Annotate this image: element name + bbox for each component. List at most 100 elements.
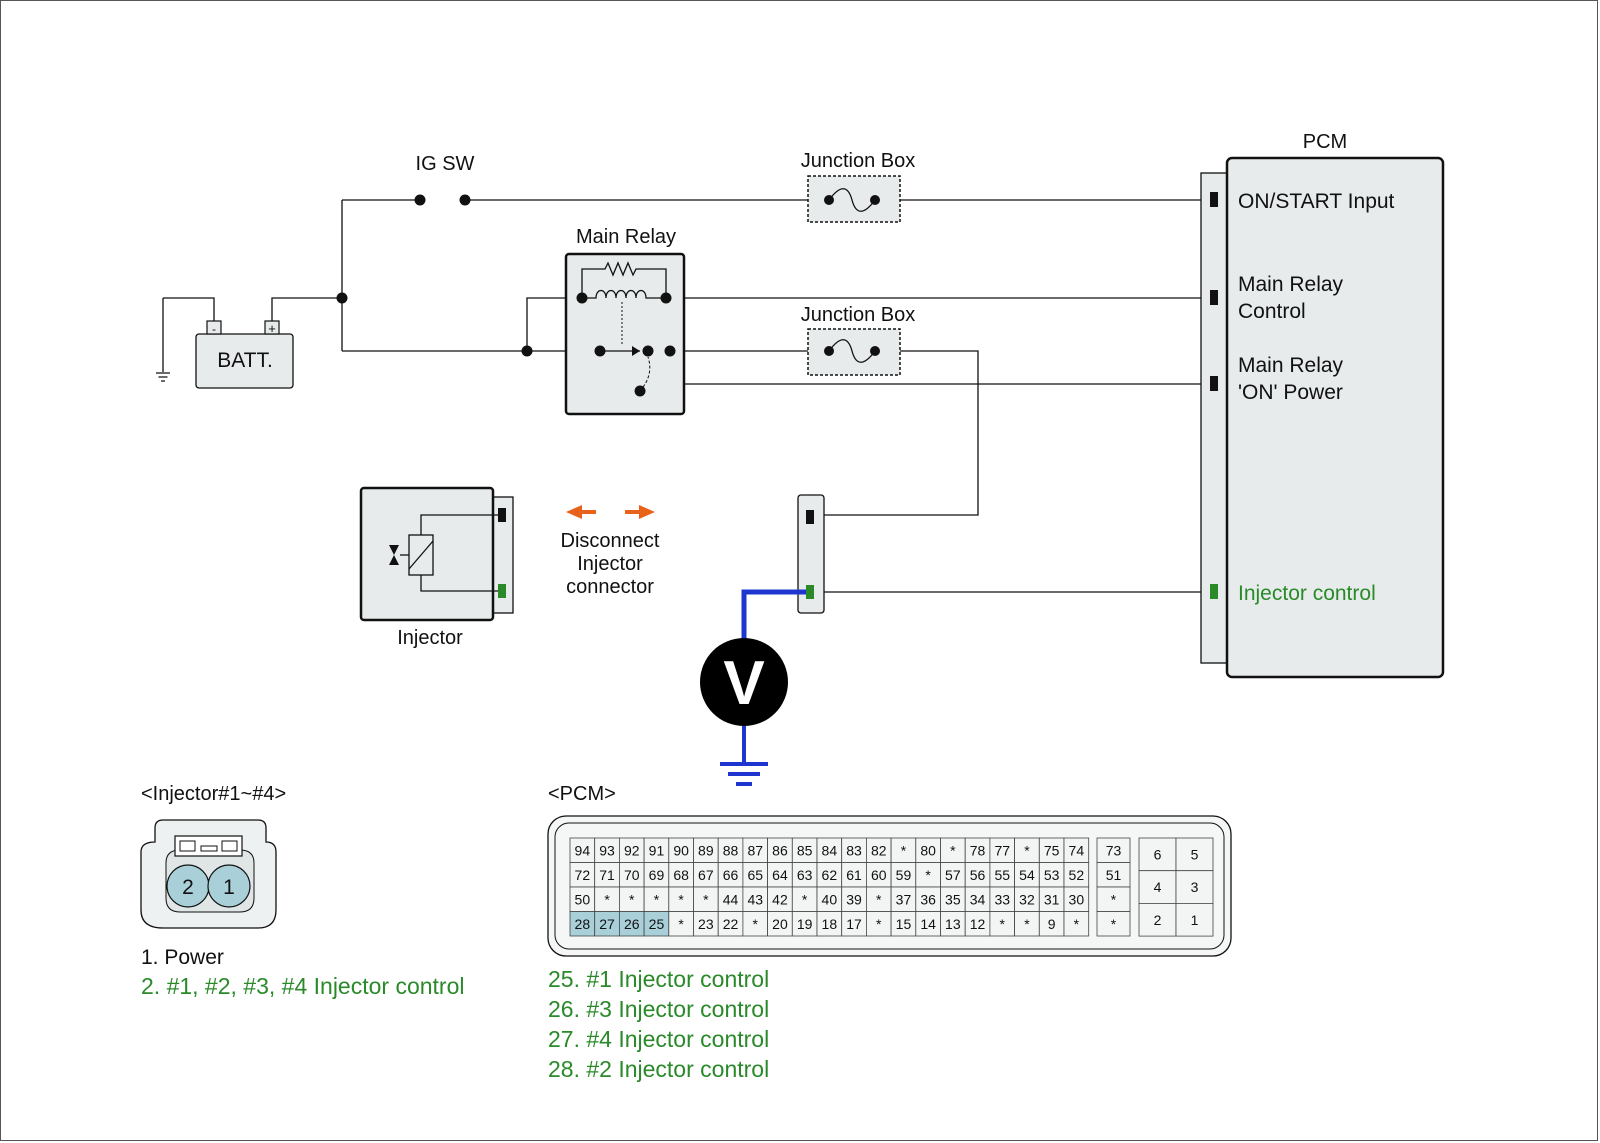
pcm-pin-label: * (654, 891, 660, 907)
pcm-pin-cell (717, 862, 744, 888)
disconnect-text-1: Disconnect (561, 530, 660, 552)
pcm-pin-label: 74 (1069, 842, 1085, 858)
pcm-pin-label: 70 (624, 867, 640, 883)
pcm-pin-label: 3 (1191, 879, 1199, 895)
pcm-pin-label: 17 (846, 916, 862, 932)
pcm-pin-label: 37 (896, 891, 912, 907)
pcm-pin-cell (816, 862, 843, 888)
pcm-pin-label: * (1000, 916, 1006, 932)
pcm-pin-label: 44 (723, 891, 739, 907)
pcm-pin-label: 53 (1044, 867, 1060, 883)
pcm-pin-label: 71 (599, 867, 615, 883)
pcm-legend-item: 28. #2 Injector control (548, 1056, 769, 1082)
pcm-pin-label: 93 (599, 842, 615, 858)
pcm-pin-label: 63 (797, 867, 813, 883)
pcm-pin-label: 9 (1048, 916, 1056, 932)
pcm-pin-cell (915, 911, 941, 937)
injector-pin-1 (207, 864, 251, 908)
pcm-pin-relay-control (1210, 290, 1218, 305)
pcm-pin-label: 83 (846, 842, 862, 858)
pcm-pin-cell (1096, 862, 1131, 888)
pcm-pin-cell (619, 837, 645, 863)
pcm-pin-label: 4 (1154, 879, 1162, 895)
pcm-pin-label: 73 (1106, 842, 1122, 858)
pcm-pin-cell (816, 837, 843, 863)
pcm-pin-cell (742, 886, 769, 912)
pcm-pin-label: * (629, 891, 635, 907)
pcm-pin-cell (569, 886, 596, 912)
pcm-pin-cell (643, 886, 670, 912)
pcm-pin-cell (816, 911, 843, 937)
bus-junction (336, 292, 348, 304)
pcm-module: PCM ON/START Input Main Relay Control Ma… (1200, 131, 1445, 679)
pcm-pin-cell (569, 911, 596, 937)
pcm-pin-cell (643, 911, 670, 937)
voltmeter-symbol: V (723, 649, 764, 718)
pcm-pin-label: 66 (723, 867, 739, 883)
pcm-pin-label: * (1074, 916, 1080, 932)
pcm-pin-cell (742, 837, 769, 863)
ground-symbol (156, 372, 170, 382)
pcm-pin-label: 54 (1019, 867, 1035, 883)
injector-valve-icon (389, 545, 399, 565)
pcm-pin-cell (767, 837, 793, 863)
pcm-pin-label: * (604, 891, 610, 907)
pcm-pin-label: 36 (920, 891, 936, 907)
pcm-pin-cell (1096, 911, 1131, 937)
battery-minus-sign: - (212, 322, 216, 336)
pcm-legend-item: 26. #3 Injector control (548, 996, 769, 1022)
pcm-pin-label: * (876, 916, 882, 932)
pcm-pin-label: 23 (698, 916, 714, 932)
pcm-pin-cell (1063, 911, 1090, 937)
pcm-pin-cell (1175, 903, 1214, 937)
pcm-pin-cell (890, 886, 917, 912)
pcm-pin-cell (1063, 837, 1090, 863)
pcm-pin-label: 72 (575, 867, 591, 883)
relay-on-power-wire (669, 351, 1212, 385)
ig-sw-label: IG SW (416, 153, 475, 175)
pcm-pin-label: 33 (994, 891, 1010, 907)
pcm-relay-control-label-1: Main Relay (1238, 273, 1344, 296)
pcm-pin-label: 91 (649, 842, 665, 858)
disconnect-note: Disconnect Injector connector (561, 505, 660, 598)
pcm-connector-title: <PCM> (548, 783, 616, 805)
pcm-pin-cell (569, 837, 596, 863)
relay-switch-arrow (632, 346, 640, 356)
pcm-pin-cell (619, 862, 645, 888)
pcm-pin-label: 55 (994, 867, 1010, 883)
pcm-label: PCM (1303, 131, 1347, 153)
pcm-pin-cell (964, 886, 991, 912)
wires (162, 199, 1212, 593)
battery-negative-wire (163, 297, 215, 322)
junction-box-2-outline (807, 328, 901, 376)
voltmeter-ground-icon (720, 762, 768, 786)
pcm-relay-control-label-2: Control (1238, 300, 1306, 323)
pcm-pin-label: 40 (822, 891, 838, 907)
pcm-pin-label: * (876, 891, 882, 907)
pcm-pin-label: 78 (970, 842, 986, 858)
pcm-pin-cell (866, 837, 892, 863)
pcm-pin-cell (940, 911, 966, 937)
pcm-pin-cell (594, 837, 620, 863)
pcm-pin-label: 5 (1191, 846, 1199, 862)
pcm-pin-cell (989, 886, 1016, 912)
pcm-pin-label: 50 (575, 891, 591, 907)
pcm-pin-cell (717, 911, 744, 937)
pcm-pin-label: 82 (871, 842, 887, 858)
pcm-pin-label: * (753, 916, 759, 932)
injector-power-wire (808, 350, 979, 516)
injector-pin1-description: 1. Power (141, 946, 224, 969)
relay-resistor (581, 261, 667, 298)
pcm-pin-label: 77 (994, 842, 1010, 858)
pcm-pin-cell (940, 886, 966, 912)
pcm-pin-label: * (678, 916, 684, 932)
pcm-pin-label: * (925, 867, 931, 883)
pcm-pin-label: 62 (822, 867, 838, 883)
pcm-pin-label: 67 (698, 867, 714, 883)
pcm-on-start-label: ON/START Input (1238, 190, 1395, 213)
pcm-pin-label: 90 (673, 842, 689, 858)
pcm-pin-label: 42 (772, 891, 788, 907)
pcm-pin-cell (791, 911, 818, 937)
pcm-pin-cell (1063, 862, 1090, 888)
